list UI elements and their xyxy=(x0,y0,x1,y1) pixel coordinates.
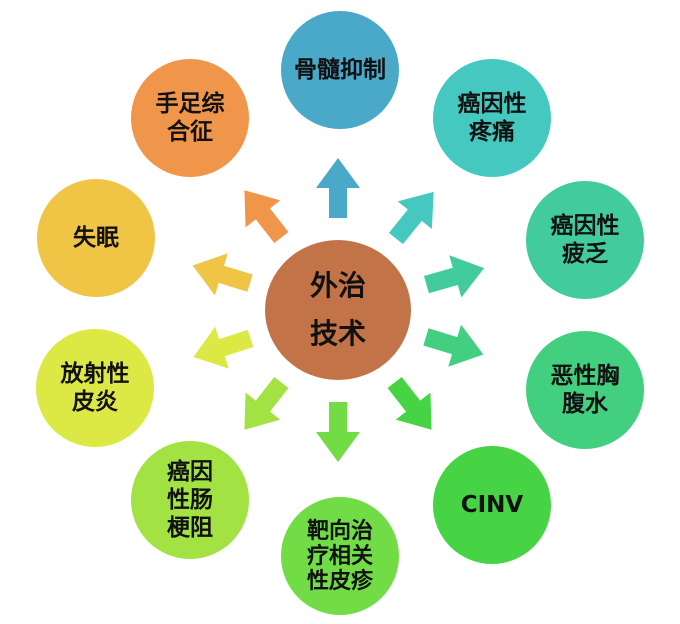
node-label: 癌因性疲乏 xyxy=(550,213,620,267)
arrow-icon xyxy=(388,191,434,245)
node-malignant-effusion: 恶性胸腹水 xyxy=(526,331,644,449)
node-cancer-pain: 癌因性疼痛 xyxy=(433,59,551,177)
arrow-icon xyxy=(193,326,254,369)
center-label: 外治技术 xyxy=(309,269,366,350)
arrow-icon xyxy=(316,158,360,218)
node-insomnia: 失眠 xyxy=(37,179,155,297)
node-bone-marrow-suppression: 骨髓抑制 xyxy=(281,11,399,129)
node-hand-foot-syndrome: 手足综合征 xyxy=(131,59,249,177)
node-label: CINV xyxy=(460,492,524,518)
node-targeted-rash: 靶向治疗相关性皮疹 xyxy=(281,497,399,615)
node-label: 靶向治疗相关性皮疹 xyxy=(306,518,373,594)
node-label: 失眠 xyxy=(73,225,119,251)
node-label: 骨髓抑制 xyxy=(294,57,386,83)
node-cinv: CINV xyxy=(433,446,551,564)
node-label: 癌因性疼痛 xyxy=(457,91,527,145)
arrow-icon xyxy=(423,255,485,298)
arrow-icon xyxy=(244,376,289,430)
node-label: 手足综合征 xyxy=(155,91,225,145)
arrow-icon xyxy=(244,190,289,244)
node-label: 癌因性肠梗阻 xyxy=(167,459,213,541)
arrow-icon xyxy=(423,324,484,367)
node-radiation-dermatitis: 放射性皮炎 xyxy=(36,329,154,447)
arrow-icon xyxy=(192,253,253,296)
center-node: 外治技术 xyxy=(265,240,411,380)
node-label: 放射性皮炎 xyxy=(60,361,130,415)
arrow-icon xyxy=(387,376,432,430)
node-bowel-obstruction: 癌因性肠梗阻 xyxy=(131,441,249,559)
arrow-icon xyxy=(316,402,360,462)
node-label: 恶性胸腹水 xyxy=(550,363,620,417)
node-cancer-fatigue: 癌因性疲乏 xyxy=(526,181,644,299)
